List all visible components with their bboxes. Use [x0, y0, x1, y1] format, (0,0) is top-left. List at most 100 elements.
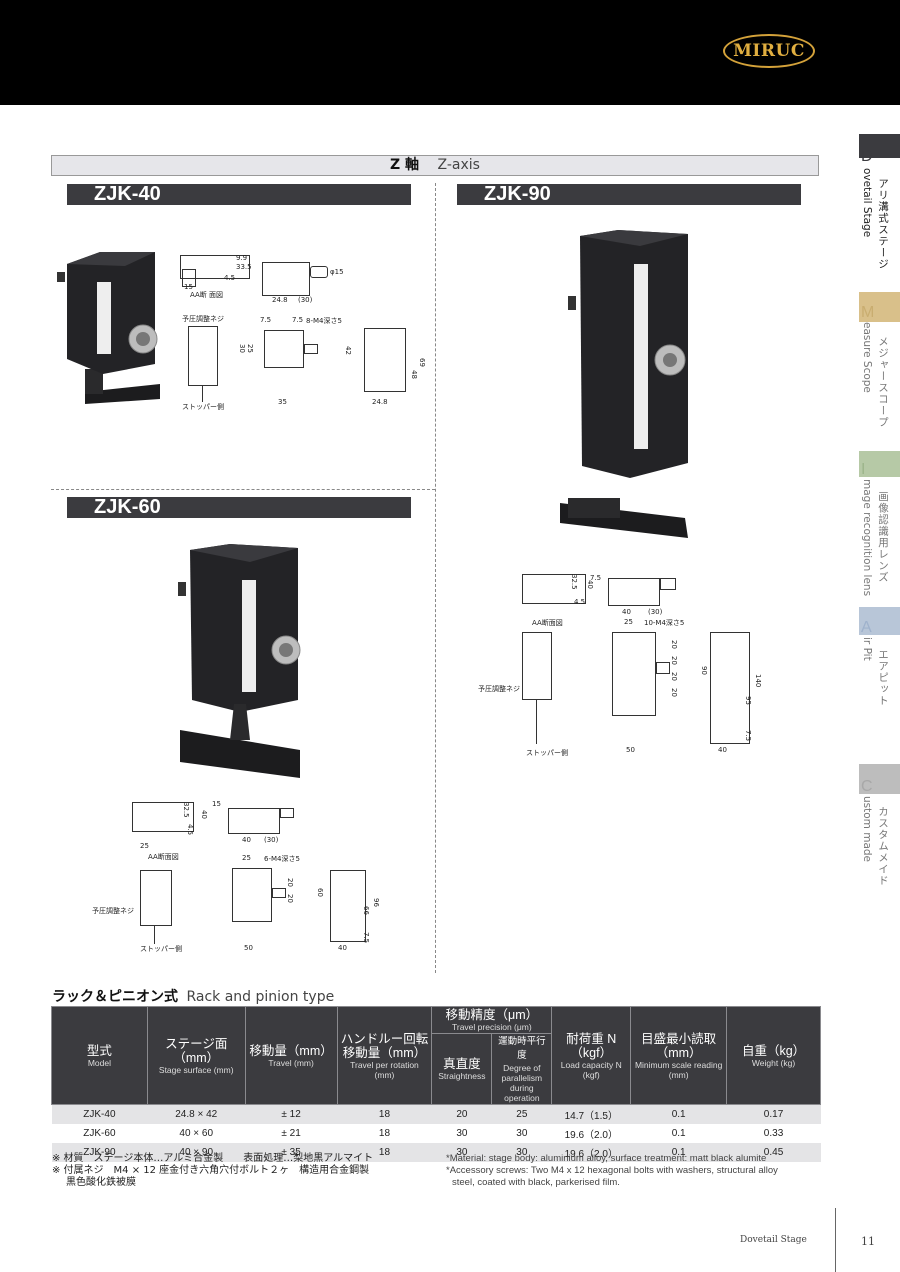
- note-jp-line: ※ 材質 ステージ本体…アルミ合金製 表面処理…梨地黒アルマイト: [52, 1153, 374, 1164]
- footer-section-label: Dovetail Stage: [740, 1235, 807, 1245]
- zjk90-dim-9: 20: [670, 656, 678, 665]
- model-heading-zjk90: ZJK-90: [457, 184, 801, 205]
- zjk60-preload-label: 予圧調整ネジ: [92, 907, 134, 915]
- side-tab-jp: エアピット: [877, 649, 889, 707]
- zjk90-dim-16: 50: [626, 746, 635, 754]
- zjk90-drawings: 32.5 40 4.5 AA断面図 7.5 40 (30) 25 10-M4深さ…: [478, 570, 778, 760]
- zjk40-dim-15: 24.8: [372, 398, 388, 406]
- side-tab-en: ovetail Stage: [861, 168, 873, 238]
- side-tab-cap: [859, 764, 900, 794]
- side-tab-cap: [859, 292, 900, 322]
- zjk60-dim-10: 20: [286, 894, 294, 903]
- zjk40-dim-8: 7.5: [292, 316, 304, 324]
- zjk40-dim-9: 30: [238, 344, 246, 353]
- zjk60-dim-7: (30): [264, 836, 279, 844]
- zjk90-aa-label: AA断面図: [532, 619, 563, 627]
- side-tab-jp: メジャースコープ: [877, 336, 889, 428]
- side-tab-en: mage recognition lens: [861, 479, 873, 597]
- zjk40-aa-label: AA断 面図: [190, 291, 223, 299]
- side-tab-initial: C: [861, 778, 873, 795]
- side-tab-cap: [859, 134, 900, 158]
- zjk40-dim-5: 24.8: [272, 296, 288, 304]
- th-per-rotation: ハンドルー回転 移動量（mm）Travel per rotation (mm): [336, 1006, 433, 1105]
- side-tab-initial: M: [861, 304, 875, 321]
- side-tab-image-lens[interactable]: I mage recognition lens 画像認識用レンズ: [859, 451, 900, 596]
- side-tab-en: easure Scope: [861, 322, 873, 393]
- th-scale: 目盛最小読取（mm）Minimum scale reading (mm): [630, 1006, 728, 1105]
- zjk40-dim-11: 35: [278, 398, 287, 406]
- zjk40-dim-1: 9.9: [236, 254, 248, 262]
- page-number: 11: [861, 1235, 875, 1248]
- zjk40-preload-label: 予圧調整ネジ: [182, 315, 224, 323]
- zjk90-photo: [560, 230, 688, 538]
- zjk60-dim-3: 15: [212, 800, 221, 808]
- zjk40-dim-13: 48: [410, 370, 418, 379]
- zjk60-dim-11: 60: [316, 888, 324, 897]
- th-weight: 自重（kg）Weight (kg): [726, 1006, 821, 1105]
- zjk60-stopper-label: ストッパー側: [140, 945, 182, 953]
- zjk40-photo: [57, 252, 160, 404]
- th-travel: 移動量（mm）Travel (mm): [244, 1006, 338, 1105]
- zjk40-dim-10: 25: [246, 344, 254, 353]
- table-title-jp: ラック＆ピニオン式: [52, 989, 178, 1005]
- section-title-en: Z-axis: [437, 157, 480, 173]
- zjk40-dim-3: 4.5: [224, 274, 236, 282]
- side-tab-custom-made[interactable]: C ustom made カスタムメイド: [859, 764, 900, 904]
- section-title-jp: Z 軸: [390, 157, 420, 173]
- zjk40-dim-12: 42: [344, 346, 352, 355]
- zjk40-stopper-label: ストッパー側: [182, 403, 224, 411]
- zjk90-dim-8: 20: [670, 640, 678, 649]
- zjk90-dim-5: 40: [622, 608, 631, 616]
- side-tab-cap: [859, 451, 900, 477]
- zjk60-dim-0: 32.5: [182, 802, 190, 818]
- zjk60-dim-6: 40: [242, 836, 251, 844]
- zjk60-dim-4: 25: [140, 842, 149, 850]
- side-tab-measure-scope[interactable]: M easure Scope メジャースコープ: [859, 292, 900, 432]
- row-divider: [51, 489, 435, 490]
- side-tab-dovetail[interactable]: D ovetail Stage アリ溝式ステージ: [859, 134, 900, 274]
- zjk90-dim-17: 40: [718, 746, 727, 754]
- zjk90-stopper-label: ストッパー側: [526, 749, 568, 757]
- notes-jp: ※ 材質 ステージ本体…アルミ合金製 表面処理…梨地黒アルマイト ※ 付属ネジ …: [52, 1153, 373, 1189]
- header-band: MIRUC: [0, 0, 900, 105]
- side-tab-jp: 画像認識用レンズ: [877, 491, 889, 583]
- zjk90-dim-14: 140: [754, 674, 762, 688]
- zjk40-dim-6: (30): [298, 296, 313, 304]
- note-en-line: *Accessory screws: Two M4 x 12 hexagonal…: [446, 1165, 778, 1176]
- side-tab-air-pit[interactable]: A ir Pit エアピット: [859, 607, 900, 747]
- column-divider: [435, 183, 436, 973]
- zjk60-dim-15: 50: [244, 944, 253, 952]
- zjk40-dim-0: 15: [184, 283, 193, 291]
- zjk40-dim-14: 69: [418, 358, 426, 367]
- side-tab-initial: A: [861, 619, 872, 636]
- table-title: ラック＆ピニオン式 Rack and pinion type: [52, 986, 334, 1006]
- zjk90-dim-10: 20: [670, 672, 678, 681]
- note-en-line: steel, coated with black, parkerised fil…: [452, 1177, 620, 1188]
- zjk40-dim-7: 7.5: [260, 316, 272, 324]
- zjk90-dim-15: 7.5: [744, 730, 752, 742]
- zjk60-dim-14: 7.5: [362, 932, 370, 944]
- zjk60-drawings: 32.5 40 4.5 25 AA断面図 15 40 (30) 25 6-M4深…: [92, 796, 392, 961]
- side-tab-initial: D: [861, 148, 873, 165]
- model-heading-zjk40: ZJK-40: [67, 184, 411, 205]
- zjk90-holes: 10-M4深さ5: [644, 619, 685, 627]
- zjk60-dim-13: 96: [372, 898, 380, 907]
- zjk40-dim-2: 33.5: [236, 263, 252, 271]
- zjk60-aa-label: AA断面図: [148, 853, 179, 861]
- th-precision: 移動精度（μm）Travel precision (μm): [431, 1006, 553, 1034]
- side-tab-en: ustom made: [861, 796, 873, 863]
- side-tab-jp: カスタムメイド: [877, 806, 889, 887]
- zjk60-holes: 6-M4深さ5: [264, 855, 300, 863]
- footer-divider: [835, 1208, 836, 1272]
- zjk90-preload-label: 予圧調整ネジ: [478, 685, 520, 693]
- notes-en: *Material: stage body: aluminium alloy, …: [446, 1153, 826, 1189]
- note-en-line: *Material: stage body: aluminium alloy, …: [446, 1153, 767, 1164]
- zjk60-photo: [178, 544, 301, 778]
- zjk90-dim-12: 90: [700, 666, 708, 675]
- zjk90-dim-11: 20: [670, 688, 678, 697]
